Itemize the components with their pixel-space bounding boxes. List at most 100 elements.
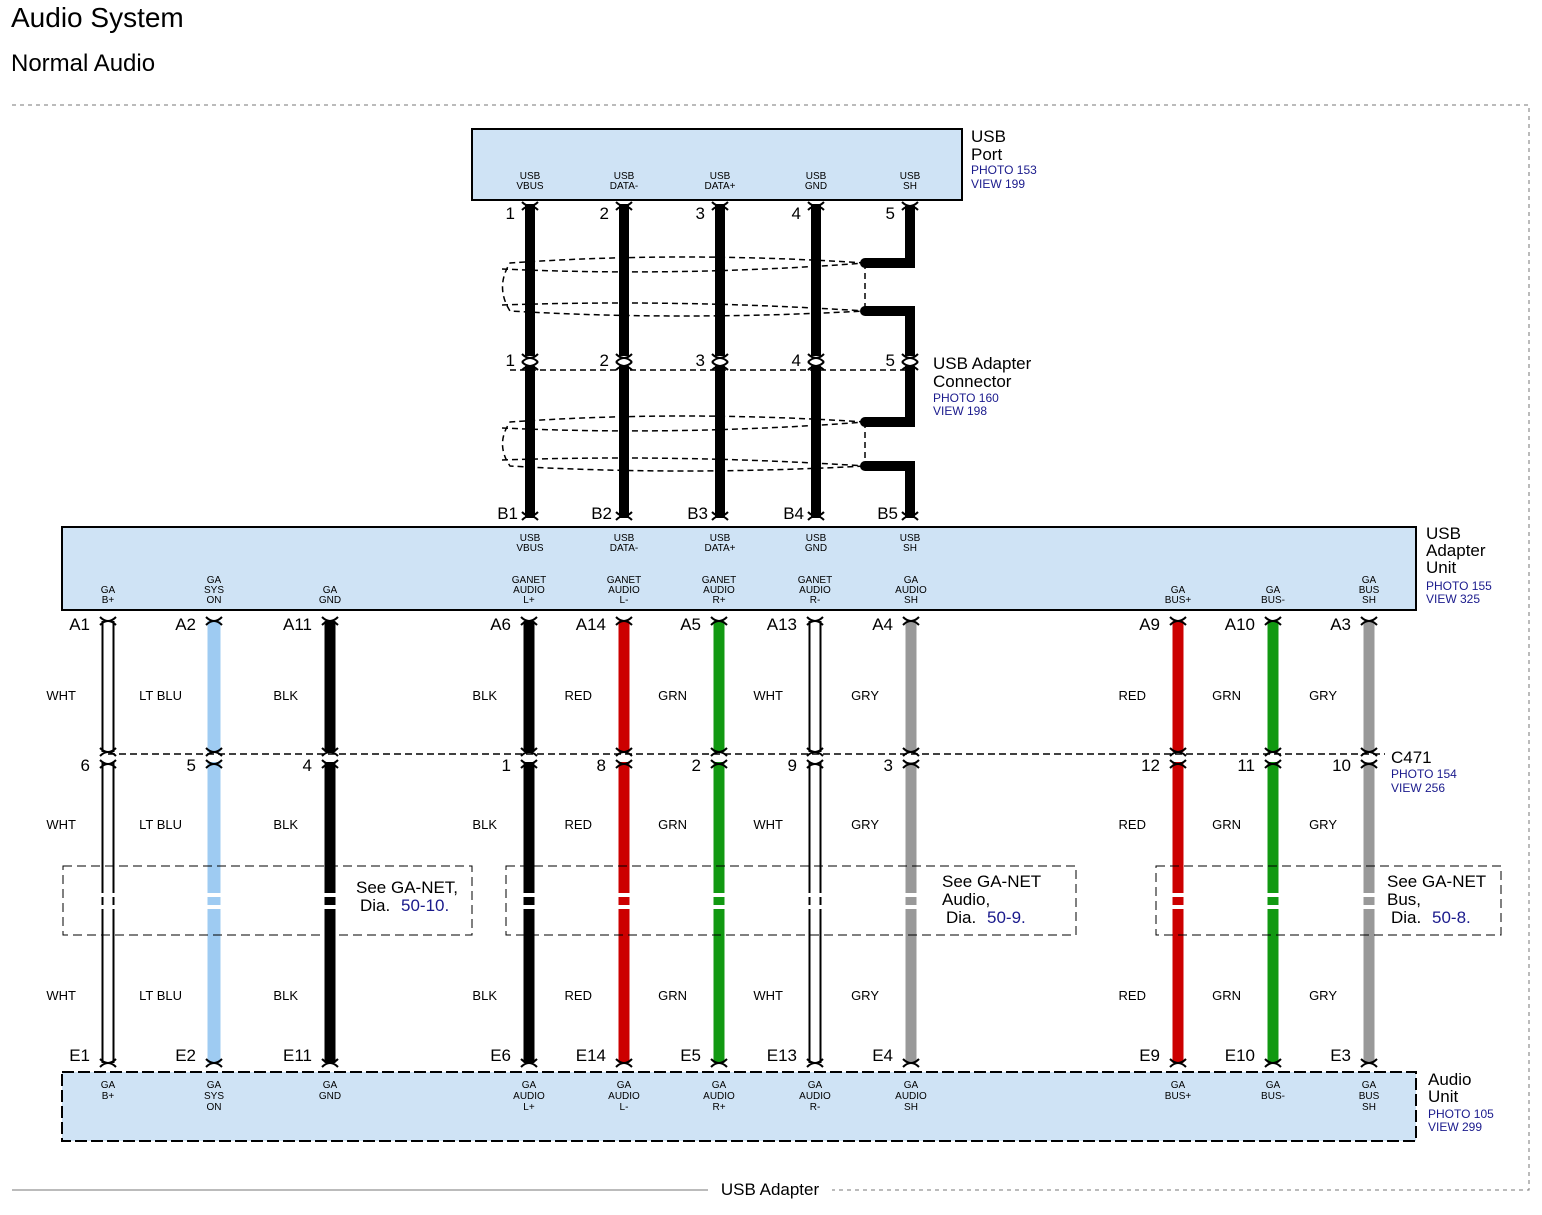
usb-adapter-connector-pin-number: 4 — [792, 351, 801, 370]
usb-adapter-unit-b-pin: B2 — [591, 504, 612, 523]
circuit-bottom-label: GA — [617, 1080, 632, 1091]
usb-adapter-connector-name: USB Adapter — [933, 354, 1032, 373]
wire-color-label: LT BLU — [139, 688, 182, 703]
pin-terminal — [615, 361, 633, 371]
circuit-bottom-label: AUDIO — [513, 1091, 545, 1102]
circuit-top-label: ON — [207, 595, 222, 606]
c471-view-ref: VIEW 256 — [1391, 781, 1445, 795]
wire-color-label: GRN — [658, 688, 687, 703]
usb-adapter-unit-b-label: DATA+ — [704, 543, 735, 554]
circuit-a-pin: A5 — [680, 615, 701, 634]
usb-adapter-unit-b-pin: B1 — [497, 504, 518, 523]
circuit-bottom-label: BUS — [1359, 1091, 1380, 1102]
usb-adapter-unit-b-pin: B3 — [687, 504, 708, 523]
circuit-top-label: SH — [904, 595, 918, 606]
circuit-top-label: L- — [620, 595, 629, 606]
wire-color-label: GRY — [851, 988, 879, 1003]
shield-wire — [865, 306, 915, 356]
circuit-e-pin: E6 — [490, 1046, 511, 1065]
pin-terminal — [615, 511, 633, 521]
circuit-a-pin: A2 — [175, 615, 196, 634]
circuit-bottom-label: AUDIO — [895, 1091, 927, 1102]
pin-terminal — [520, 747, 538, 757]
usb-port-pin-label: VBUS — [516, 181, 544, 192]
pin-terminal — [806, 1058, 824, 1068]
pin-terminal — [615, 353, 633, 363]
circuit-top-label: AUDIO — [608, 585, 640, 596]
usb-port-pin-number: 4 — [792, 204, 801, 223]
reference-note-text: Dia. — [1391, 908, 1421, 927]
usb-adapter-unit-b-label: USB — [710, 533, 731, 544]
wire-gap — [100, 893, 116, 897]
pin-terminal — [615, 616, 633, 626]
wire-color-label: WHT — [753, 817, 783, 832]
pin-terminal — [615, 747, 633, 757]
outer-frame — [12, 104, 1530, 1191]
circuit-bottom-label: R- — [810, 1102, 821, 1113]
pin-terminal — [520, 616, 538, 626]
wire-gap — [323, 893, 337, 897]
circuit-bottom-label: BUS+ — [1165, 1091, 1192, 1102]
circuit-bottom-label: GA — [1362, 1080, 1377, 1091]
circuit-c471-pin: 1 — [502, 756, 511, 775]
audio-unit-photo-ref: PHOTO 105 — [1428, 1107, 1494, 1121]
pin-terminal — [205, 759, 223, 769]
wire-gap — [807, 905, 823, 909]
pin-terminal — [1169, 747, 1187, 757]
shield-wire — [865, 461, 915, 518]
pin-terminal — [99, 1058, 117, 1068]
reference-note-text: Dia. — [946, 908, 976, 927]
pin-terminal — [1169, 616, 1187, 626]
wire-color-label: GRN — [658, 817, 687, 832]
circuit-c471-pin: 8 — [597, 756, 606, 775]
circuit-bottom-label: GA — [1266, 1080, 1281, 1091]
circuit-e-pin: E10 — [1225, 1046, 1255, 1065]
circuit-bottom-label: GND — [319, 1091, 341, 1102]
circuit-c471-pin: 9 — [788, 756, 797, 775]
pin-terminal — [615, 1058, 633, 1068]
wire-color-label: GRY — [1309, 817, 1337, 832]
usb-adapter-unit-b-pin: B5 — [877, 504, 898, 523]
wire-color-label: BLK — [472, 988, 497, 1003]
wire-color-label: GRN — [1212, 817, 1241, 832]
circuit-a-pin: A6 — [490, 615, 511, 634]
usb-cable-shield — [501, 421, 866, 432]
pin-terminal — [807, 353, 825, 363]
reference-diagram-link[interactable]: 50-9. — [987, 908, 1026, 927]
circuit-c471-pin: 11 — [1237, 756, 1255, 775]
wire-color-label: WHT — [46, 688, 76, 703]
usb-adapter-connector-view-ref: VIEW 198 — [933, 404, 987, 418]
pin-terminal — [806, 759, 824, 769]
shield-drain-dot — [860, 417, 870, 427]
circuit-a-pin: A14 — [576, 615, 606, 634]
wire-color-label: WHT — [753, 988, 783, 1003]
wire-gap — [1171, 905, 1185, 909]
circuit-top-label: BUS- — [1261, 595, 1285, 606]
usb-adapter-connector-name: Connector — [933, 372, 1012, 391]
usb-adapter-unit-photo-ref: PHOTO 155 — [1426, 579, 1492, 593]
pin-terminal — [807, 201, 825, 211]
wire-color-label: RED — [1119, 688, 1146, 703]
circuit-top-label: GND — [319, 595, 341, 606]
circuit-bottom-label: AUDIO — [608, 1091, 640, 1102]
wire-gap — [904, 905, 918, 909]
circuit-c471-pin: 5 — [187, 756, 196, 775]
wire-color-label: RED — [565, 817, 592, 832]
circuit-bottom-label: SH — [1362, 1102, 1376, 1113]
usb-port-pin-label: DATA+ — [704, 181, 735, 192]
usb-port-pin-label: USB — [806, 171, 827, 182]
usb-port-box — [471, 128, 963, 201]
usb-port-pin-label: USB — [710, 171, 731, 182]
wire-color-label: BLK — [273, 688, 298, 703]
circuit-e-pin: E5 — [680, 1046, 701, 1065]
circuit-a-pin: A13 — [767, 615, 797, 634]
reference-diagram-link[interactable]: 50-10. — [401, 896, 449, 915]
circuit-top-label: AUDIO — [513, 585, 545, 596]
pin-terminal — [321, 1058, 339, 1068]
pin-terminal — [520, 759, 538, 769]
reference-diagram-link[interactable]: 50-8. — [1432, 908, 1471, 927]
circuit-bottom-label: ON — [207, 1102, 222, 1113]
usb-port-pin-label: DATA- — [610, 181, 639, 192]
wire-color-label: GRN — [658, 988, 687, 1003]
